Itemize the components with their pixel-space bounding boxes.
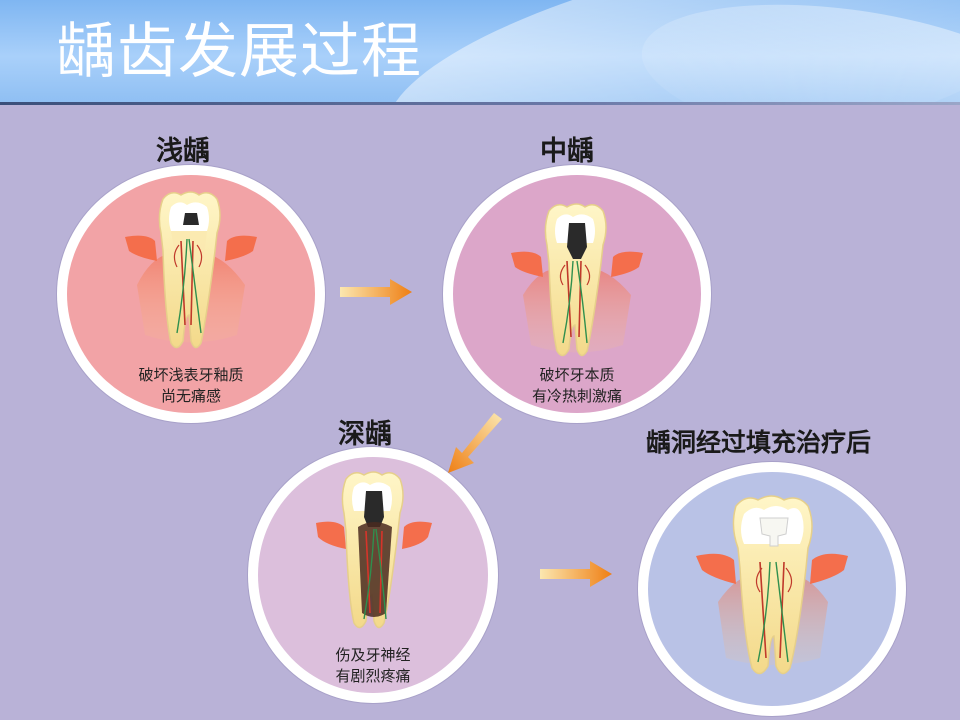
stage-circle-filled xyxy=(638,462,906,716)
stage-circle-deep: 伤及牙神经 有剧烈疼痛 xyxy=(248,447,498,703)
diagram-area: 浅龋 中龋 深龋 龋洞经过填充治疗后 xyxy=(0,105,960,720)
stage-title-medium: 中龋 xyxy=(540,136,594,167)
title-divider xyxy=(0,102,960,105)
stage-caption-line1: 破坏浅表牙釉质 xyxy=(138,366,244,384)
down-left-arrow-icon xyxy=(448,413,502,473)
stage-circle-medium: 破坏牙本质 有冷热刺激痛 xyxy=(443,165,711,423)
tooth-medium-caries-icon xyxy=(511,203,643,357)
stage-title-deep: 深龋 xyxy=(338,419,392,450)
stage-title-shallow: 浅龋 xyxy=(156,136,210,167)
tooth-shallow-caries-icon xyxy=(125,191,257,349)
right-arrow-icon xyxy=(540,561,612,587)
stage-circle-shallow: 破坏浅表牙釉质 尚无痛感 xyxy=(57,165,325,423)
page-title: 龋齿发展过程 xyxy=(56,17,422,87)
stage-title-filled: 龋洞经过填充治疗后 xyxy=(646,428,872,457)
title-bar: 龋齿发展过程 xyxy=(0,0,960,103)
stage-caption-line2: 尚无痛感 xyxy=(160,387,221,405)
stage-caption-line1: 伤及牙神经 xyxy=(335,646,411,664)
tooth-deep-caries-icon xyxy=(316,471,432,629)
stage-caption-line2: 有剧烈疼痛 xyxy=(335,667,411,685)
right-arrow-icon xyxy=(340,279,412,305)
stage-caption-line1: 破坏牙本质 xyxy=(539,366,615,384)
stage-caption-line2: 有冷热刺激痛 xyxy=(531,387,622,405)
tooth-filled-icon xyxy=(696,495,848,675)
